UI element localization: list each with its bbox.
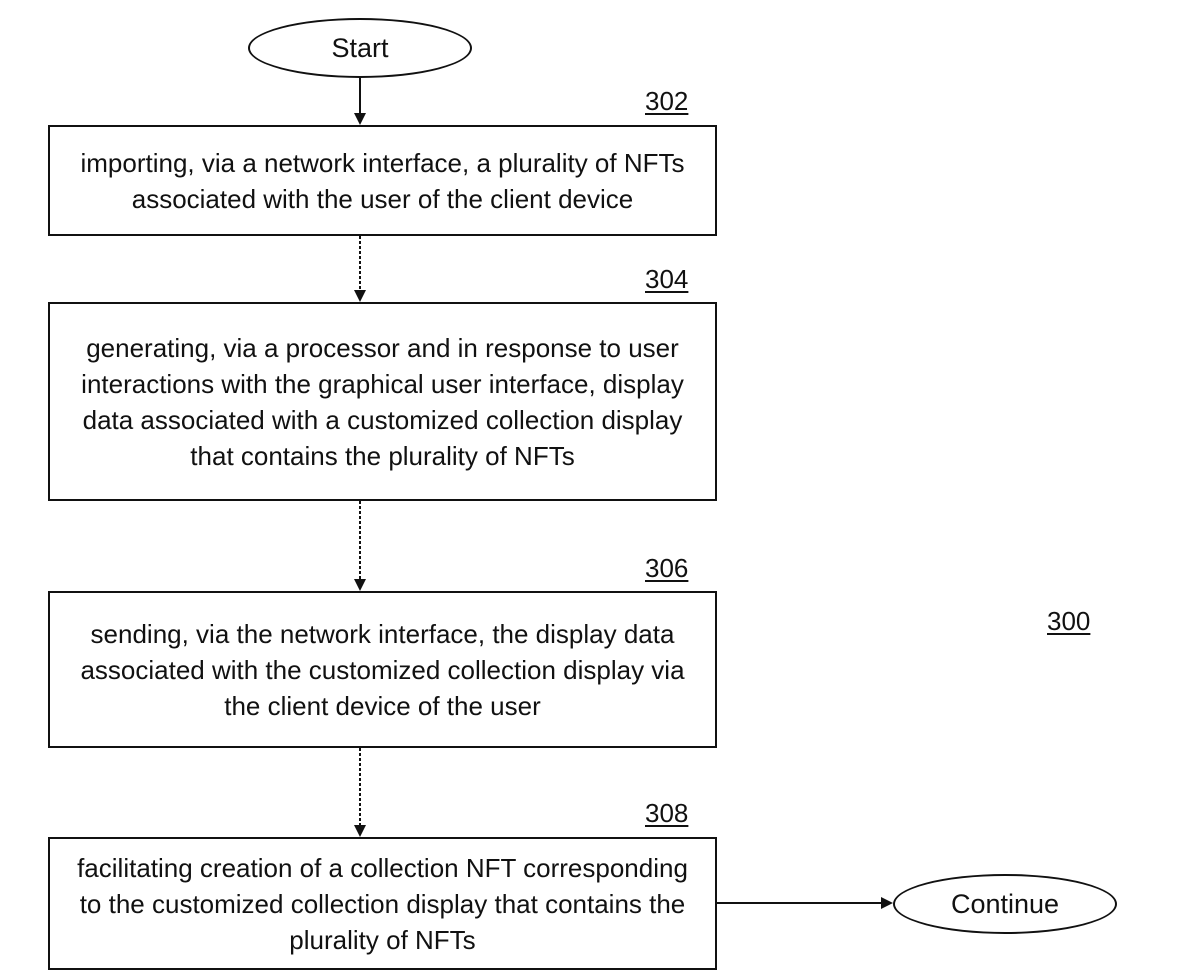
step-304-ref: 304 — [645, 264, 688, 295]
step-302-box: importing, via a network interface, a pl… — [48, 125, 717, 236]
figure-ref-300: 300 — [1047, 606, 1090, 637]
step-308-box: facilitating creation of a collection NF… — [48, 837, 717, 970]
step-308-ref: 308 — [645, 798, 688, 829]
step-308-text: facilitating creation of a collection NF… — [72, 850, 693, 958]
step-302-ref: 302 — [645, 86, 688, 117]
step-306-box: sending, via the network interface, the … — [48, 591, 717, 748]
step-306-text: sending, via the network interface, the … — [72, 616, 693, 724]
continue-label: Continue — [951, 889, 1059, 920]
step-304-box: generating, via a processor and in respo… — [48, 302, 717, 501]
step-306-ref: 306 — [645, 553, 688, 584]
step-304-text: generating, via a processor and in respo… — [72, 330, 693, 474]
start-label: Start — [331, 33, 388, 64]
start-terminal: Start — [248, 18, 472, 78]
continue-terminal: Continue — [893, 874, 1117, 934]
step-302-text: importing, via a network interface, a pl… — [72, 145, 693, 217]
